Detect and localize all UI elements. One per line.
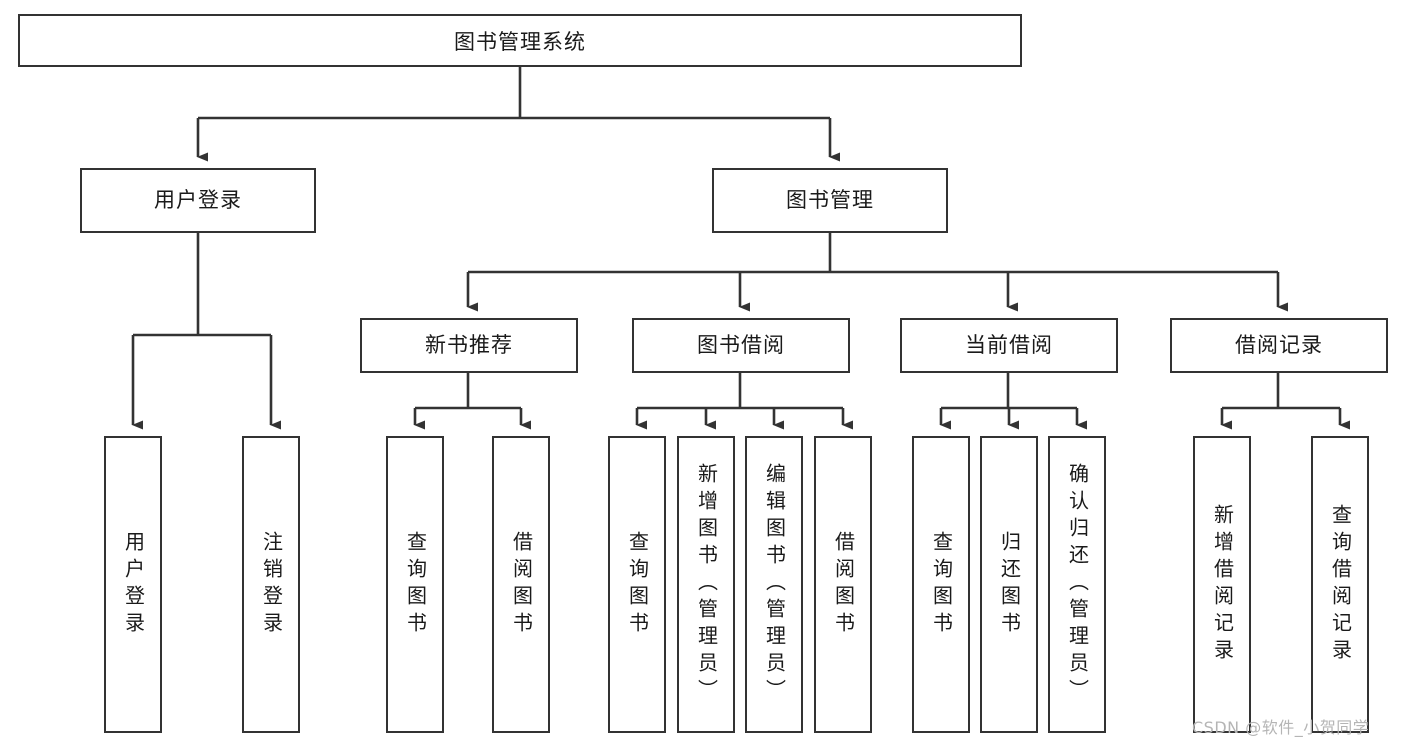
leaf-label: 用户登录 <box>121 530 146 639</box>
node-leaf-current-confirm-return[interactable]: 确认归还（管理员） <box>1048 436 1106 733</box>
node-leaf-user-login-login[interactable]: 用户登录 <box>104 436 162 733</box>
node-user-login-label: 用户登录 <box>154 187 242 212</box>
node-book-borrow[interactable]: 图书借阅 <box>632 318 850 373</box>
node-leaf-current-return[interactable]: 归还图书 <box>980 436 1038 733</box>
node-borrow-record-label: 借阅记录 <box>1235 332 1323 357</box>
node-book-management[interactable]: 图书管理 <box>712 168 948 233</box>
node-book-management-label: 图书管理 <box>786 187 874 212</box>
leaf-label: 借阅图书 <box>831 530 856 639</box>
leaf-label: 编辑图书（管理员） <box>762 463 787 706</box>
node-leaf-borrow-edit-book[interactable]: 编辑图书（管理员） <box>745 436 803 733</box>
leaf-label: 查询图书 <box>625 530 650 639</box>
node-root-system[interactable]: 图书管理系统 <box>18 14 1022 67</box>
node-leaf-current-query[interactable]: 查询图书 <box>912 436 970 733</box>
leaf-label: 新增借阅记录 <box>1210 503 1235 666</box>
leaf-label: 查询图书 <box>929 530 954 639</box>
node-current-borrow-label: 当前借阅 <box>965 332 1053 357</box>
leaf-label: 借阅图书 <box>509 530 534 639</box>
node-leaf-borrow-add-book[interactable]: 新增图书（管理员） <box>677 436 735 733</box>
node-current-borrow[interactable]: 当前借阅 <box>900 318 1118 373</box>
leaf-label: 归还图书 <box>997 530 1022 639</box>
node-new-book-recommend-label: 新书推荐 <box>425 332 513 357</box>
node-leaf-record-add[interactable]: 新增借阅记录 <box>1193 436 1251 733</box>
node-leaf-new-book-query[interactable]: 查询图书 <box>386 436 444 733</box>
node-root-label: 图书管理系统 <box>454 29 586 54</box>
node-leaf-borrow-borrow-book[interactable]: 借阅图书 <box>814 436 872 733</box>
leaf-label: 新增图书（管理员） <box>694 463 719 706</box>
node-leaf-user-login-logout[interactable]: 注销登录 <box>242 436 300 733</box>
node-leaf-borrow-query[interactable]: 查询图书 <box>608 436 666 733</box>
node-borrow-record[interactable]: 借阅记录 <box>1170 318 1388 373</box>
node-user-login[interactable]: 用户登录 <box>80 168 316 233</box>
node-new-book-recommend[interactable]: 新书推荐 <box>360 318 578 373</box>
leaf-label: 注销登录 <box>259 530 284 639</box>
node-leaf-new-book-borrow[interactable]: 借阅图书 <box>492 436 550 733</box>
leaf-label: 查询图书 <box>403 530 428 639</box>
node-book-borrow-label: 图书借阅 <box>697 332 785 357</box>
leaf-label: 确认归还（管理员） <box>1065 463 1090 706</box>
node-leaf-record-query[interactable]: 查询借阅记录 <box>1311 436 1369 733</box>
leaf-label: 查询借阅记录 <box>1328 503 1353 666</box>
